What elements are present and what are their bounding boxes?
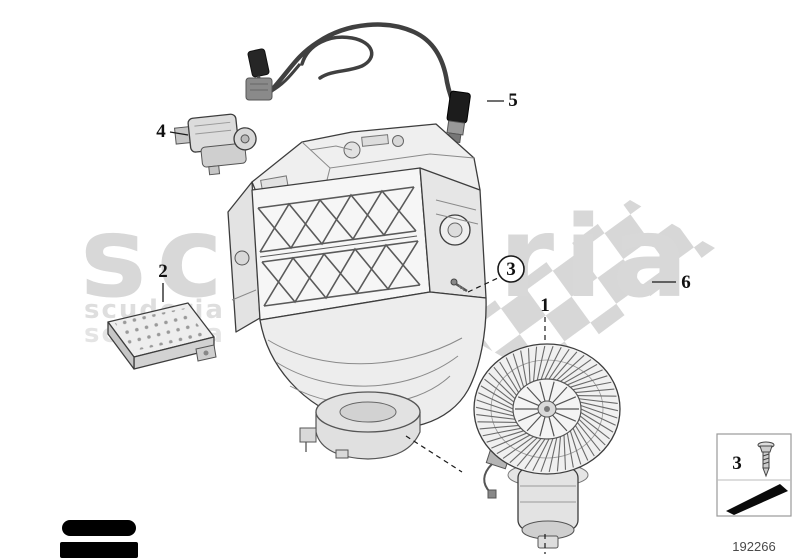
fan-hub-spokes bbox=[515, 381, 579, 437]
callout-1[interactable]: 1 bbox=[540, 295, 550, 343]
legend-box[interactable]: 3 bbox=[716, 433, 792, 517]
callout-3[interactable]: 3 bbox=[467, 255, 525, 293]
direction-arrow-icon bbox=[726, 484, 788, 515]
callout-4-label[interactable]: 4 bbox=[156, 121, 166, 142]
footer-logo-bars bbox=[60, 520, 138, 558]
resistor-perforations bbox=[114, 308, 206, 351]
callout-4[interactable]: 4 bbox=[156, 121, 189, 142]
fan-blades bbox=[475, 345, 619, 473]
callout-3-label[interactable]: 3 bbox=[506, 259, 516, 280]
harness-connector-top-icon bbox=[247, 48, 270, 78]
callout-2-label[interactable]: 2 bbox=[158, 261, 168, 282]
callout-6[interactable]: 6 bbox=[652, 272, 691, 293]
blower-motor-drawing bbox=[473, 343, 621, 554]
wiring-harness-drawing bbox=[245, 22, 471, 144]
checkered-flag-icon bbox=[455, 200, 715, 378]
legend-item-label[interactable]: 3 bbox=[732, 453, 742, 474]
callout-5[interactable]: 5 bbox=[487, 90, 518, 111]
callout-6-label[interactable]: 6 bbox=[681, 272, 691, 293]
blower-housing-drawing bbox=[227, 123, 487, 473]
heater-core-ribs bbox=[257, 186, 421, 307]
callout-1-label[interactable]: 1 bbox=[540, 295, 550, 316]
screw-icon bbox=[757, 441, 775, 478]
actuator-drawing bbox=[173, 113, 257, 176]
callout-2[interactable]: 2 bbox=[158, 261, 168, 302]
harness-connector-right-icon bbox=[446, 90, 471, 144]
part-number: 192266 bbox=[732, 539, 775, 554]
screw-icon bbox=[450, 278, 468, 293]
assembly-guide-line bbox=[405, 435, 463, 473]
harness-connector-left-icon bbox=[245, 77, 273, 101]
resistor-drawing bbox=[107, 302, 217, 370]
callout-5-label[interactable]: 5 bbox=[508, 90, 518, 111]
